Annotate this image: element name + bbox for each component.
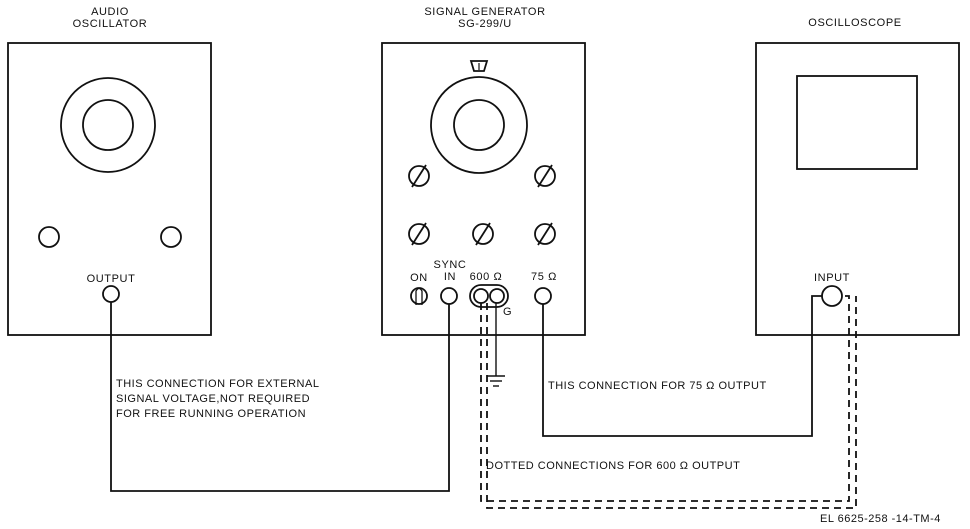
dotted-600-ohm-connections xyxy=(480,295,857,509)
dial-pointer-icon xyxy=(469,60,489,72)
power-switch xyxy=(410,287,428,305)
signal-generator-dial-outer xyxy=(430,76,528,174)
ground-icon xyxy=(487,375,505,387)
oscilloscope-cabinet xyxy=(755,42,960,336)
output-600-label: 600 Ω xyxy=(469,271,503,283)
oscilloscope-input-label: INPUT xyxy=(814,272,850,284)
audio-oscillator-cabinet xyxy=(7,42,212,336)
signal-generator-cabinet xyxy=(381,42,586,336)
external-sync-cable xyxy=(110,302,450,492)
audio-oscillator-output-jack xyxy=(102,285,120,303)
audio-oscillator-title: AUDIO OSCILLATOR xyxy=(72,6,148,30)
signal-generator-adjust-knobs xyxy=(408,164,556,246)
audio-oscillator-knob-right xyxy=(160,226,182,248)
sync-in-jack xyxy=(440,287,458,305)
connection-75-note: THIS CONNECTION FOR 75 Ω OUTPUT xyxy=(548,380,767,392)
audio-oscillator-dial-outer xyxy=(60,77,156,173)
signal-generator-title: SIGNAL GENERATOR SG-299/U xyxy=(424,6,546,30)
output-jack-label: OUTPUT xyxy=(86,273,136,285)
connection-600-note: DOTTED CONNECTIONS FOR 600 Ω OUTPUT xyxy=(486,460,741,472)
figure-id: EL 6625-258 -14-TM-4 xyxy=(820,513,941,525)
sync-in-label: SYNC IN xyxy=(433,259,467,283)
external-connection-note: THIS CONNECTION FOR EXTERNAL SIGNAL VOLT… xyxy=(116,378,320,420)
oscilloscope-title: OSCILLOSCOPE xyxy=(808,17,902,29)
power-switch-label: ON xyxy=(410,272,428,284)
output-600-binding-post-frame xyxy=(469,284,509,308)
oscilloscope-input-jack xyxy=(821,285,843,307)
output-75-jack xyxy=(534,287,552,305)
audio-oscillator-dial-inner xyxy=(82,99,134,151)
cable-75-ohm xyxy=(542,295,822,437)
output-600-post-2 xyxy=(489,288,505,304)
output-600-post-1 xyxy=(473,288,489,304)
audio-oscillator-knob-left xyxy=(38,226,60,248)
oscilloscope-screen xyxy=(796,75,918,170)
toggle-lever-icon xyxy=(415,287,423,305)
signal-generator-dial-inner xyxy=(453,99,505,151)
ground-terminal-label: G xyxy=(503,306,513,318)
output-75-label: 75 Ω xyxy=(531,271,557,283)
